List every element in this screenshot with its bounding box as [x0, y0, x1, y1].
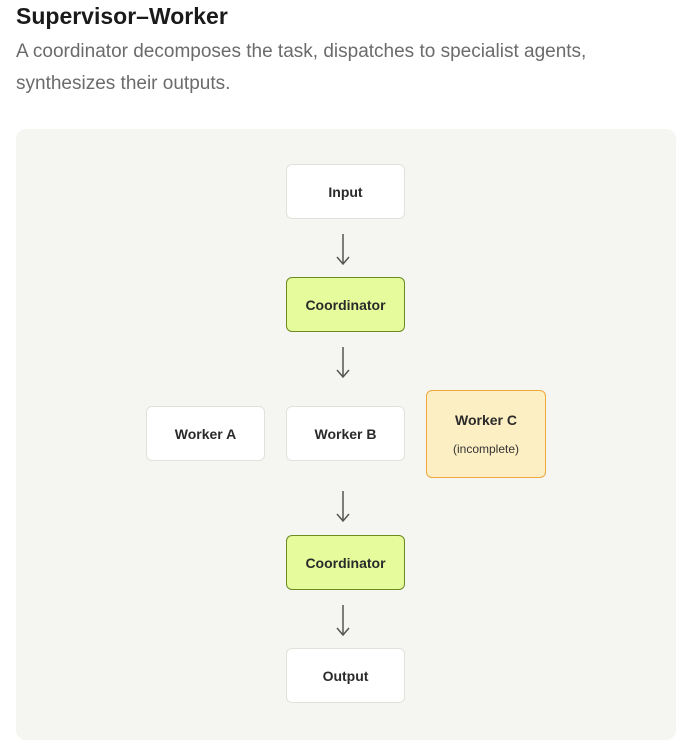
worker-a-node: Worker A [146, 406, 265, 461]
output-node: Output [286, 648, 405, 703]
worker-b-node: Worker B [286, 406, 405, 461]
page-subtitle: A coordinator decomposes the task, dispa… [16, 41, 587, 94]
worker-c-status: (incomplete) [452, 442, 520, 456]
worker-c-node: Worker C (incomplete) [426, 390, 546, 478]
worker-b-label: Worker B [314, 425, 377, 442]
worker-a-label: Worker A [174, 425, 237, 442]
coordinator-top-label: Coordinator [305, 296, 386, 313]
diagram-panel: Input Coordinator Worker A Worker B Work… [16, 129, 676, 740]
arrow-down-icon [336, 234, 350, 266]
input-node: Input [286, 164, 405, 219]
coordinator-top-node: Coordinator [286, 277, 405, 332]
coordinator-bottom-label: Coordinator [305, 554, 386, 571]
page-title: Supervisor–Worker [16, 3, 228, 29]
worker-c-label: Worker C [455, 412, 517, 428]
arrow-down-icon [336, 347, 350, 379]
arrow-down-icon [336, 605, 350, 637]
coordinator-bottom-node: Coordinator [286, 535, 405, 590]
output-label: Output [322, 667, 369, 684]
input-label: Input [328, 183, 363, 200]
arrow-down-icon [336, 491, 350, 523]
